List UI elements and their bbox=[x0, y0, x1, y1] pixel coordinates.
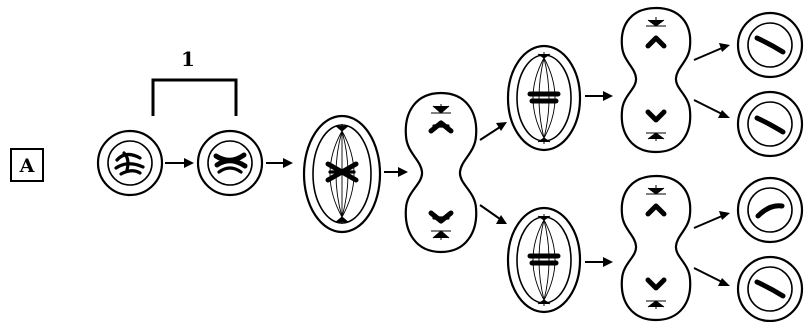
cell-prophase-early bbox=[98, 131, 162, 195]
daughter-cell-1 bbox=[738, 13, 802, 77]
cell-metaphase-2-lower bbox=[508, 208, 580, 312]
panel-label-text: A bbox=[19, 155, 35, 177]
cell-metaphase-2-upper bbox=[508, 46, 580, 150]
bracket-label: 1 bbox=[181, 47, 195, 71]
arrow-6-c bbox=[694, 211, 730, 228]
stage-bracket: 1 bbox=[153, 47, 236, 116]
arrow-5-lower bbox=[585, 257, 613, 267]
arrow-6-a bbox=[694, 43, 730, 60]
daughter-cell-4 bbox=[738, 257, 802, 321]
arrow-4-upper bbox=[480, 122, 507, 140]
arrow-2 bbox=[266, 158, 293, 168]
bracket-line bbox=[153, 80, 236, 116]
panel-label: A bbox=[11, 149, 43, 181]
cell-telophase-1 bbox=[406, 93, 476, 252]
arrow-1 bbox=[165, 158, 194, 168]
cell-metaphase-1 bbox=[304, 116, 380, 232]
arrow-3 bbox=[384, 167, 408, 177]
cell-telophase-2-lower bbox=[622, 176, 690, 320]
cell-telophase-2-upper bbox=[622, 8, 690, 152]
arrow-5-upper bbox=[585, 91, 613, 101]
arrow-6-b bbox=[694, 100, 730, 118]
arrow-4-lower bbox=[480, 205, 507, 224]
daughter-cell-3 bbox=[738, 178, 802, 242]
cell-prophase-late bbox=[198, 131, 262, 195]
arrow-6-d bbox=[694, 268, 730, 286]
daughter-cell-2 bbox=[738, 92, 802, 156]
